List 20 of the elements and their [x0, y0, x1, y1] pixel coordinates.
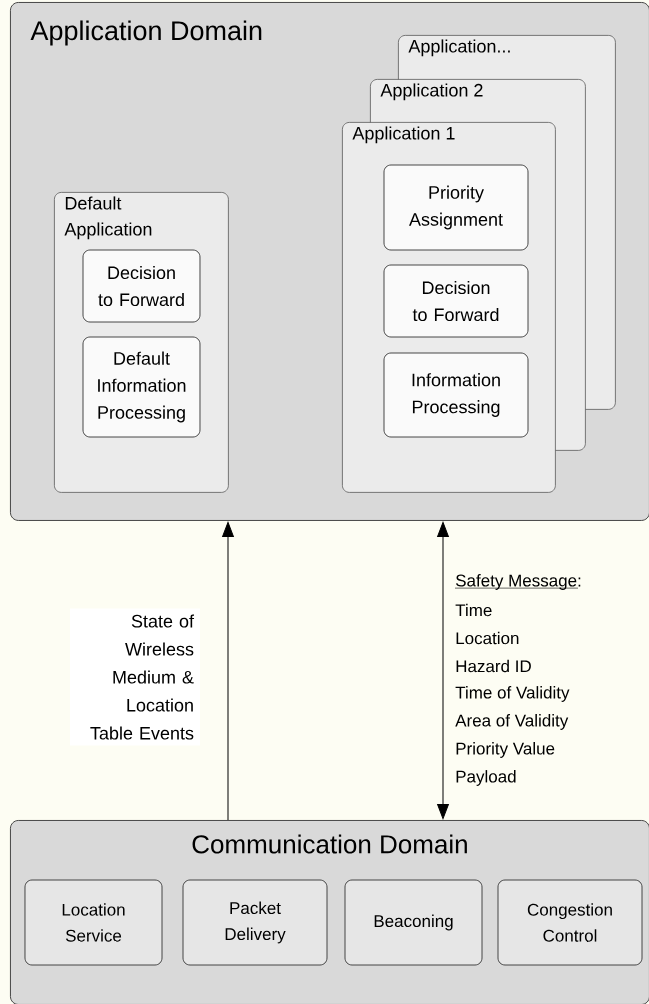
message-heading: Safety Message:	[454, 574, 581, 590]
function-box: Default Information Processing	[82, 336, 201, 438]
message-field: Area of Validity	[455, 714, 569, 730]
message-field: Priority Value	[456, 742, 555, 758]
service-box: Location Service	[24, 879, 163, 966]
service-box: Beaconing	[344, 879, 483, 966]
service-box: Congestion Control	[497, 879, 643, 966]
message-field: Time	[455, 603, 492, 617]
message-field: Hazard ID	[456, 659, 531, 673]
function-box: Priority Assignment	[383, 164, 529, 251]
function-box: Information Processing	[383, 352, 529, 438]
message-field: Location	[456, 631, 519, 645]
service-box: Packet Delivery	[182, 879, 328, 966]
edge-label: State of Wireless Medium & Location Table Events	[90, 614, 195, 740]
message-field: Time of Validity	[455, 686, 570, 702]
function-box: Decision to Forward	[383, 264, 529, 338]
message-field: Payload	[456, 770, 516, 786]
arrow	[222, 521, 234, 821]
arrow	[437, 521, 449, 820]
function-box: Decision to Forward	[82, 249, 201, 323]
